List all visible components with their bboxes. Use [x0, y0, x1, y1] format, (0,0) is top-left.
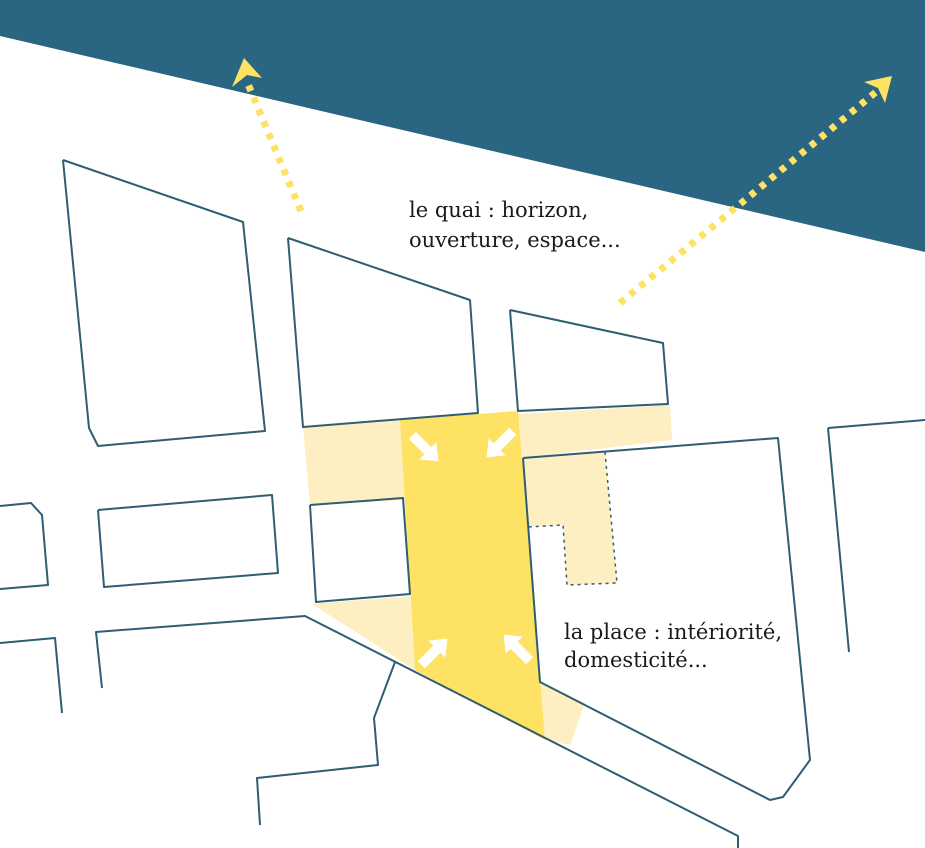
- dotted-arrow-icon: [617, 76, 892, 306]
- block-far-east-side: [827, 427, 850, 653]
- block-north-center: [287, 237, 479, 428]
- block-far-east: [827, 419, 925, 429]
- block-north-west: [62, 159, 266, 447]
- quay-label-line2: ouverture, espace...: [409, 228, 621, 252]
- central-square: [400, 411, 545, 740]
- arrow-icon: [408, 431, 439, 462]
- square-label-line2: domesticité...: [564, 648, 708, 672]
- dotted-boundary: [526, 451, 618, 586]
- block-north-east: [509, 309, 669, 412]
- river-water: [0, 0, 925, 252]
- square-label-line1: la place : intériorité,: [564, 620, 783, 644]
- square-surroundings: [303, 405, 672, 745]
- block-square-west: [309, 497, 411, 603]
- quay-label-line1: le quai : horizon,: [409, 198, 589, 222]
- block-east-large: [522, 437, 811, 801]
- arrow-icon: [503, 634, 534, 665]
- block-west-middle: [97, 494, 279, 588]
- arrow-icon: [486, 427, 517, 458]
- building-blocks: [0, 159, 925, 848]
- block-west-edge: [0, 502, 49, 590]
- block-south-west-edge: [0, 637, 63, 714]
- converging-arrows: [408, 427, 534, 669]
- block-south-center: [256, 661, 396, 826]
- arrow-icon: [417, 638, 448, 669]
- dotted-arrow-icon: [232, 58, 305, 213]
- block-south-west: [95, 615, 739, 848]
